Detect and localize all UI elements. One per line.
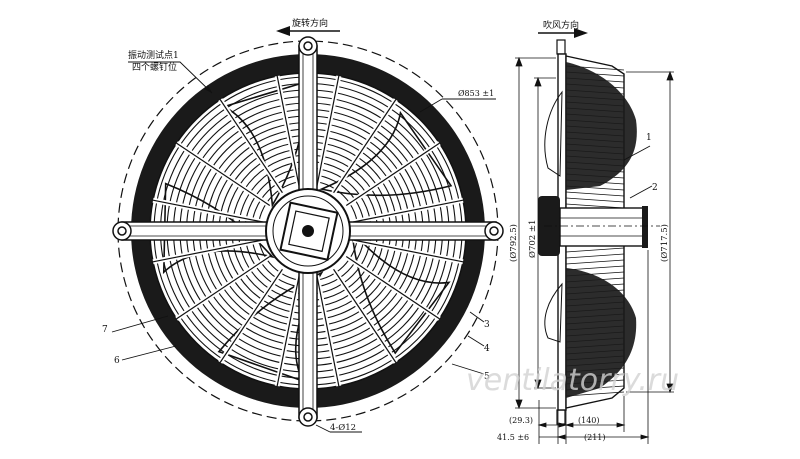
grill-spokes [152, 75, 464, 387]
side-motor [538, 196, 660, 256]
bottom-dimension-lines [537, 250, 650, 444]
side-view: 吹风方向 [497, 19, 674, 444]
diameter-leader: Ø853 ±1 [419, 89, 496, 113]
callout-5: 5 [484, 372, 490, 382]
bolt-lugs [112, 36, 504, 427]
watermark: ventilatorry.ru [466, 363, 679, 398]
vibration-note-line1: 振动测试点1 [128, 49, 179, 61]
dim-bottom-2: (140) [578, 416, 600, 425]
callout-6: 6 [114, 356, 120, 366]
dim-bottom-1: (29.3) [509, 416, 533, 425]
front-callouts [111, 311, 485, 375]
airflow-direction-label: 吹风方向 [543, 19, 579, 31]
rotation-direction-label: 旋转方向 [292, 17, 328, 29]
dim-right-label: (Ø717.5) [659, 224, 670, 262]
mount-holes-label: 4-Ø12 [330, 422, 356, 433]
vibration-note-line2: 四个螺钉位 [132, 61, 177, 73]
side-dimension-lines [515, 56, 674, 410]
callout-3: 3 [484, 320, 490, 330]
mount-holes-leader: 4-Ø12 [315, 422, 362, 433]
rotation-arrow: 旋转方向 [276, 17, 340, 36]
motor-hub [265, 188, 351, 274]
dim-bottom-4: (211) [584, 433, 606, 442]
dim-inner-label: Ø702 ±1 [527, 220, 538, 258]
side-callouts [623, 145, 653, 199]
callout-7: 7 [102, 325, 108, 335]
side-blade-bottom [566, 268, 637, 398]
front-view: 旋转方向 振动测试点1 四个螺钉位 Ø853 ±1 4-Ø12 [102, 17, 504, 433]
diameter-label: Ø853 ±1 [458, 89, 494, 98]
vibration-test-note: 振动测试点1 四个螺钉位 [128, 49, 213, 94]
dim-outer-label: (Ø792.5) [508, 224, 519, 262]
callout-4: 4 [484, 344, 490, 354]
airflow-arrow: 吹风方向 [538, 19, 588, 38]
callout-1: 1 [646, 133, 652, 143]
dim-bottom-3: 41.5 ±6 [497, 433, 529, 442]
side-blade-top [566, 62, 637, 190]
callout-2: 2 [652, 183, 658, 193]
